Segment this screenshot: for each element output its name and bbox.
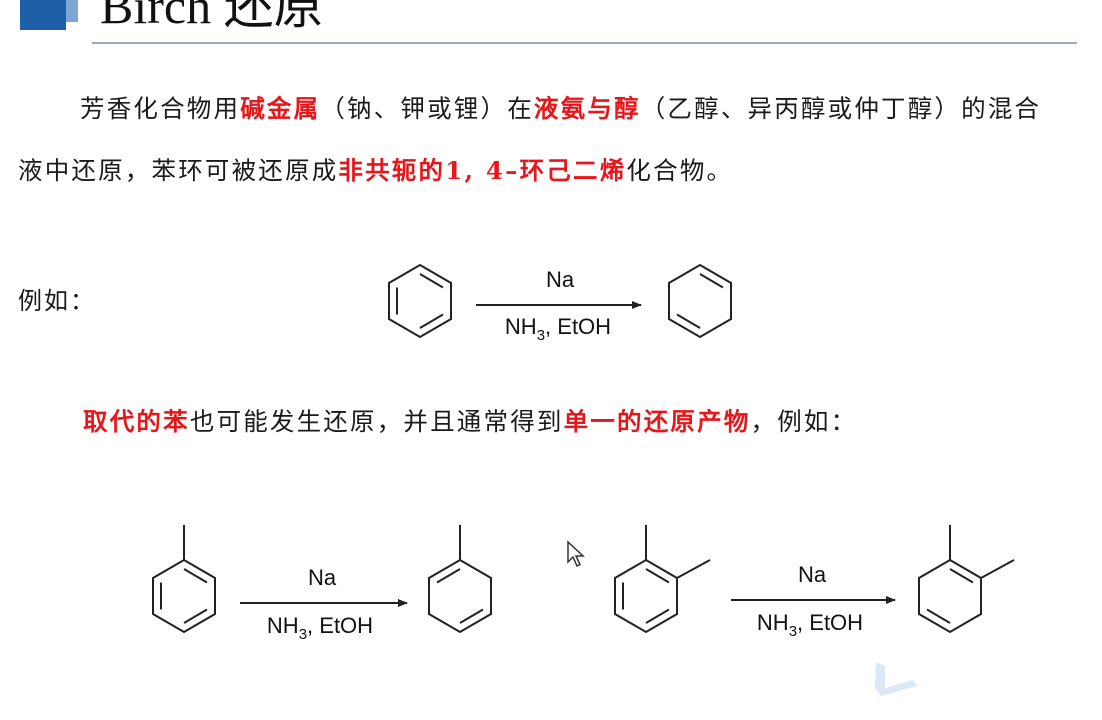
- para2-highlight-single-product: 单一的还原产物: [563, 407, 751, 436]
- para2-text-2: ，例如：: [750, 407, 858, 436]
- reaction2-reagent-bottom: NH3, EtOH: [267, 613, 373, 643]
- para1-highlight-diene: 非共轭的1, 4–环己二烯: [338, 156, 627, 185]
- slide-title: Birch 还原: [100, 0, 324, 34]
- watermark-logo-icon: [875, 662, 917, 696]
- o-xylene-structure: [614, 525, 711, 634]
- reaction3-reagent-bottom: NH3, EtOH: [757, 610, 863, 640]
- toluene-structure: [152, 525, 216, 634]
- para1-text-1: 芳香化合物用: [80, 94, 241, 123]
- para1-text-3: （乙醇、异丙醇或仲丁醇）的混合液中还原，苯环可被还原成: [18, 94, 1042, 185]
- dimethyl-cyclohexadiene-structure: [918, 525, 1015, 634]
- para2-text-1: 也可能发生还原，并且通常得到: [189, 407, 564, 436]
- para1-text-4: 化合物。: [626, 156, 734, 185]
- para1-text-2: （钠、钾或锂）在: [320, 94, 534, 123]
- reaction1-reagent-bottom: NH3, EtOH: [505, 314, 611, 344]
- title-accent-shadow: [66, 0, 78, 22]
- intro-paragraph: 芳香化合物用碱金属（钠、钾或锂）在液氨与醇（乙醇、异丙醇或仲丁醇）的混合液中还原…: [18, 78, 1048, 202]
- para1-highlight-ammonia-alcohol: 液氨与醇: [533, 94, 641, 123]
- reaction3-reagent-top: Na: [798, 562, 827, 587]
- reaction1-reagent-top: Na: [546, 267, 575, 292]
- para1-highlight-alkali-metal: 碱金属: [240, 94, 321, 123]
- substituted-paragraph: 取代的苯也可能发生还原，并且通常得到单一的还原产物，例如：: [83, 402, 1043, 442]
- example-label: 例如：: [18, 287, 96, 315]
- title-accent-bar: [20, 0, 66, 30]
- mouse-cursor-icon: [567, 540, 585, 568]
- methyl-cyclohexadiene-structure: [428, 525, 492, 634]
- benzene-structure: [388, 263, 452, 339]
- title-divider: [92, 42, 1077, 44]
- cyclohexadiene-structure: [668, 263, 732, 339]
- para2-highlight-substituted-benzene: 取代的苯: [83, 407, 190, 436]
- reaction2-reagent-top: Na: [308, 565, 337, 590]
